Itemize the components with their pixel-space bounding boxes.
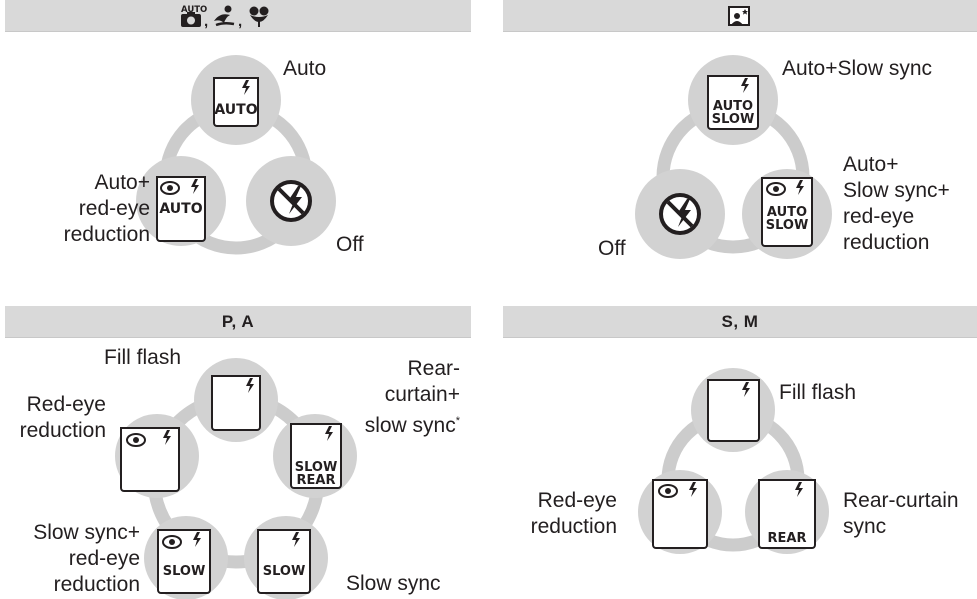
red-eye-icon bbox=[766, 182, 786, 196]
label-auto-slow-red-eye: Auto+ Slow sync+ red-eye reduction bbox=[843, 153, 950, 254]
mode-text-auto-slow-red-eye-1: AUTO bbox=[767, 205, 807, 220]
flash-bolt-icon bbox=[796, 180, 804, 195]
label-red-eye: Red-eye reduction bbox=[19, 393, 106, 442]
flash-mode-rear-curtain-slow[interactable]: SLOW REAR bbox=[273, 414, 357, 498]
flash-mode-auto-red-eye[interactable]: AUTO bbox=[136, 156, 226, 246]
panel-header-night-portrait bbox=[503, 0, 977, 32]
label-off: Off bbox=[598, 237, 626, 260]
flash-bolt-icon bbox=[163, 430, 171, 445]
flash-mode-auto[interactable]: AUTO bbox=[191, 55, 281, 145]
auto-modes-cycle: AUTO AUTO bbox=[136, 55, 336, 255]
auto-camera-icon: AUTO bbox=[181, 5, 207, 27]
label-red-eye: Red-eye reduction bbox=[530, 489, 617, 538]
mode-text-rear: REAR bbox=[768, 531, 807, 546]
panel-header-auto-modes: AUTO , , bbox=[5, 0, 471, 32]
footnote-asterisk: * bbox=[455, 415, 460, 427]
label-auto: Auto bbox=[283, 57, 327, 80]
mode-text-auto-red-eye: AUTO bbox=[159, 201, 202, 217]
mode-text-auto-slow-1: AUTO bbox=[713, 99, 753, 114]
close-up-icon bbox=[249, 6, 269, 27]
flash-bolt-icon bbox=[191, 179, 199, 194]
svg-text:,: , bbox=[204, 13, 208, 29]
panel-title-p-a: P, A bbox=[221, 311, 255, 331]
flash-bolt-icon bbox=[242, 80, 250, 95]
label-auto-slow: Auto+Slow sync bbox=[782, 57, 932, 80]
flash-bolt-icon bbox=[325, 426, 333, 441]
mode-text-auto-slow-2: SLOW bbox=[712, 112, 755, 127]
label-auto-red-eye: Auto+ red-eye reduction bbox=[63, 171, 150, 246]
flash-mode-slow-red-eye[interactable]: SLOW bbox=[144, 516, 228, 599]
night-portrait-icon bbox=[728, 5, 750, 26]
label-slow-sync: Slow sync bbox=[346, 572, 441, 595]
flash-bolt-icon bbox=[742, 382, 750, 397]
mode-text-rear-slow-1: SLOW bbox=[295, 460, 338, 475]
flash-bolt-icon bbox=[292, 532, 300, 547]
red-eye-icon bbox=[162, 535, 182, 549]
svg-text:AUTO: AUTO bbox=[181, 5, 207, 15]
child-icon bbox=[214, 5, 235, 26]
flash-mode-off[interactable] bbox=[246, 156, 336, 246]
flash-bolt-icon bbox=[689, 482, 697, 497]
panel-title-s-m: S, M bbox=[721, 311, 759, 331]
panel-header-p-a: P, A bbox=[5, 306, 471, 338]
flash-mode-rear-curtain[interactable]: REAR bbox=[745, 470, 829, 554]
flash-mode-off[interactable] bbox=[635, 169, 725, 259]
flash-mode-fill-flash[interactable] bbox=[691, 368, 775, 452]
flash-mode-red-eye[interactable] bbox=[115, 414, 199, 498]
flash-bolt-icon bbox=[741, 78, 749, 93]
flash-mode-auto-slow-red-eye[interactable]: AUTO SLOW bbox=[742, 169, 832, 259]
night-portrait-cycle: AUTO SLOW AUTO SLOW bbox=[635, 55, 832, 259]
red-eye-icon bbox=[160, 181, 180, 195]
svg-text:,: , bbox=[238, 13, 242, 29]
p-a-modes-cycle: SLOW REAR SLOW SLOW bbox=[115, 358, 357, 599]
label-rear-curtain: Rear-curtain sync bbox=[843, 489, 959, 538]
label-fill-flash: Fill flash bbox=[779, 381, 857, 404]
s-m-modes-cycle: REAR bbox=[638, 368, 829, 554]
flash-mode-auto-slow[interactable]: AUTO SLOW bbox=[688, 55, 778, 145]
auto-modes-header-icons: AUTO , , bbox=[181, 5, 269, 29]
flash-bolt-icon bbox=[193, 532, 201, 547]
mode-text-slow-red-eye: SLOW bbox=[163, 564, 206, 579]
label-fill-flash: Fill flash bbox=[104, 346, 182, 369]
mode-text-auto: AUTO bbox=[214, 102, 257, 118]
mode-text-slow: SLOW bbox=[263, 564, 306, 579]
flash-bolt-icon bbox=[246, 378, 254, 393]
flash-mode-fill-flash[interactable] bbox=[194, 358, 278, 442]
mode-text-auto-slow-red-eye-2: SLOW bbox=[766, 218, 809, 233]
label-off: Off bbox=[336, 233, 364, 256]
label-slow-red-eye: Slow sync+ red-eye reduction bbox=[33, 521, 140, 596]
flash-mode-slow-sync[interactable]: SLOW bbox=[244, 516, 328, 599]
flash-bolt-icon bbox=[795, 482, 803, 497]
flash-mode-red-eye[interactable] bbox=[638, 470, 722, 554]
label-rear-curtain-slow: Rear- curtain+ slow sync* bbox=[364, 357, 460, 437]
red-eye-icon bbox=[126, 433, 146, 447]
panel-header-s-m: S, M bbox=[503, 306, 977, 338]
red-eye-icon bbox=[658, 484, 678, 498]
mode-text-rear-slow-2: REAR bbox=[297, 473, 336, 488]
